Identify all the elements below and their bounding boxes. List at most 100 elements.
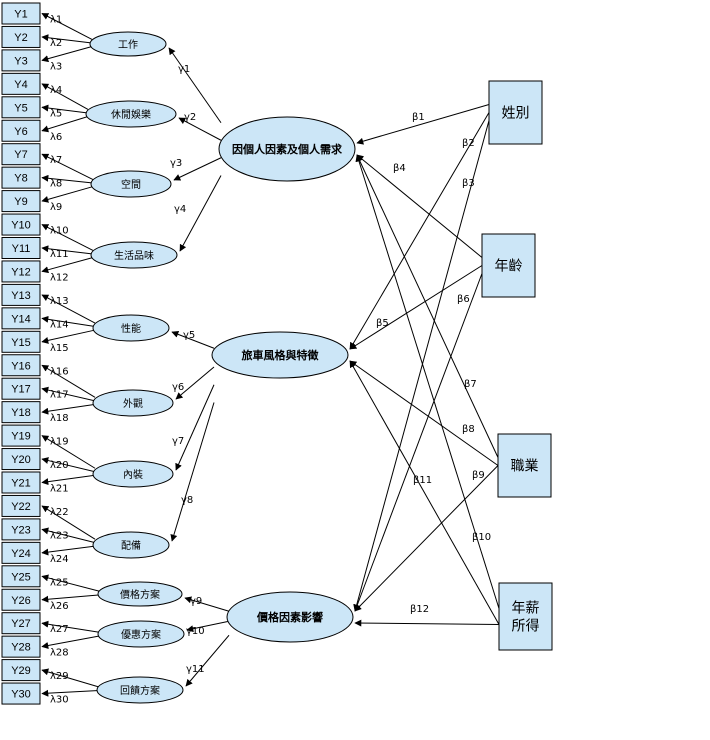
loading-arrow: [41, 294, 96, 324]
loading-arrow: [41, 574, 101, 592]
indicator-label: Y22: [11, 501, 31, 513]
indicator-y6: Y6: [1, 119, 41, 142]
factor-label: 價格因素影響: [256, 610, 323, 624]
loading-arrow: [41, 329, 96, 344]
second-order-factor: 價格因素影響: [226, 591, 354, 643]
factor-label: 外觀: [123, 398, 143, 410]
factor-label: 旅車風格與特徵: [242, 348, 320, 362]
loading-label-22: λ22: [50, 507, 69, 518]
loading-arrow: [41, 104, 89, 114]
gamma-path-7: [175, 384, 215, 471]
indicator-label: Y26: [11, 595, 31, 607]
beta-path-7: [356, 154, 499, 458]
factor-label: 生活品味: [114, 249, 154, 262]
indicator-label: Y13: [11, 290, 31, 302]
beta-path-5: [349, 265, 483, 350]
loading-arrow: [41, 256, 94, 274]
first-order-factor: 性能: [92, 314, 170, 342]
loading-label-24: λ24: [50, 554, 69, 565]
first-order-factor: 空間: [90, 170, 172, 198]
indicator-label: Y6: [14, 126, 27, 138]
loading-arrow: [41, 83, 89, 110]
loading-arrow: [41, 224, 94, 251]
loading-arrow: [41, 620, 101, 633]
loading-label-8: λ8: [50, 179, 62, 190]
loading-arrow: [41, 594, 101, 603]
loading-arrow: [41, 34, 93, 44]
gamma-label-6: γ6: [172, 382, 184, 393]
gamma-label-1: γ1: [178, 64, 190, 75]
indicator-label: Y27: [11, 618, 31, 630]
indicator-label: Y23: [11, 524, 31, 536]
indicator-label: Y15: [11, 337, 31, 349]
loading-label-7: λ7: [50, 155, 62, 166]
indicator-label: Y9: [14, 196, 27, 208]
loading-label-29: λ29: [50, 671, 69, 682]
first-order-factor: 內裝: [92, 460, 174, 488]
beta-label-5: β5: [376, 318, 389, 329]
factor-label: 價格方案: [120, 588, 160, 601]
indicator-label: Y17: [11, 384, 31, 396]
factor-label: 回饋方案: [120, 684, 160, 697]
indicator-y28: Y28: [1, 635, 41, 658]
loading-label-3: λ3: [50, 61, 62, 72]
loading-arrow: [41, 435, 96, 469]
gamma-label-8: γ8: [181, 495, 193, 506]
beta-path-2: [349, 112, 490, 350]
loading-label-5: λ5: [50, 108, 62, 119]
indicator-y2: Y2: [1, 25, 41, 48]
factor-label: 休閒娛樂: [111, 108, 151, 121]
first-order-factor: 外觀: [92, 389, 174, 417]
indicator-y3: Y3: [1, 49, 41, 72]
loading-arrow: [41, 635, 101, 649]
loading-label-26: λ26: [50, 601, 69, 612]
gamma-path-4: [179, 175, 222, 252]
loading-arrow: [41, 13, 93, 40]
first-order-factor: 優惠方案: [97, 620, 185, 648]
indicator-label: Y20: [11, 454, 31, 466]
loading-arrow: [41, 364, 96, 398]
first-order-factor: 生活品味: [90, 241, 178, 269]
beta-path-12: [354, 619, 500, 627]
indicator-y30: Y30: [1, 682, 41, 705]
loading-label-13: λ13: [50, 296, 69, 307]
indicator-label: Y29: [11, 665, 31, 677]
loading-label-10: λ10: [50, 226, 69, 237]
loading-label-20: λ20: [50, 460, 69, 471]
loading-label-14: λ14: [50, 319, 69, 330]
factor-label: 空間: [121, 178, 141, 191]
loading-label-27: λ27: [50, 624, 69, 635]
beta-path-10: [355, 154, 500, 609]
indicator-y21: Y21: [1, 471, 41, 494]
indicator-label: Y30: [11, 689, 31, 701]
demographic-label: 姓別: [502, 106, 530, 122]
loading-label-17: λ17: [50, 390, 69, 401]
factor-label: 配備: [121, 539, 141, 552]
indicator-y12: Y12: [1, 260, 41, 283]
indicator-label: Y18: [11, 407, 31, 419]
factor-label: 性能: [121, 322, 141, 335]
indicator-y27: Y27: [1, 612, 41, 635]
beta-label-1: β1: [412, 112, 425, 123]
beta-label-2: β2: [462, 138, 475, 149]
indicator-label: Y19: [11, 431, 31, 443]
indicator-y1: Y1: [1, 2, 41, 25]
gamma-label-7: γ7: [172, 436, 184, 447]
beta-path-11: [354, 465, 499, 612]
demographic-label: 年齡: [495, 259, 523, 275]
beta-path-1: [356, 104, 490, 145]
loading-arrow: [41, 116, 89, 133]
demographic-label: 年薪: [512, 601, 540, 617]
gamma-path-1: [168, 47, 222, 124]
indicator-label: Y14: [11, 313, 31, 325]
loading-arrow: [41, 457, 96, 473]
beta-label-11: β11: [413, 475, 432, 486]
gamma-path-3: [173, 157, 222, 181]
indicator-y29: Y29: [1, 659, 41, 682]
loading-arrow: [41, 386, 96, 402]
beta-path-3: [353, 120, 490, 612]
gamma-label-10: γ10: [186, 626, 205, 637]
indicator-y19: Y19: [1, 424, 41, 447]
indicator-label: Y5: [14, 102, 27, 114]
demographic-label: 所得: [512, 618, 540, 635]
